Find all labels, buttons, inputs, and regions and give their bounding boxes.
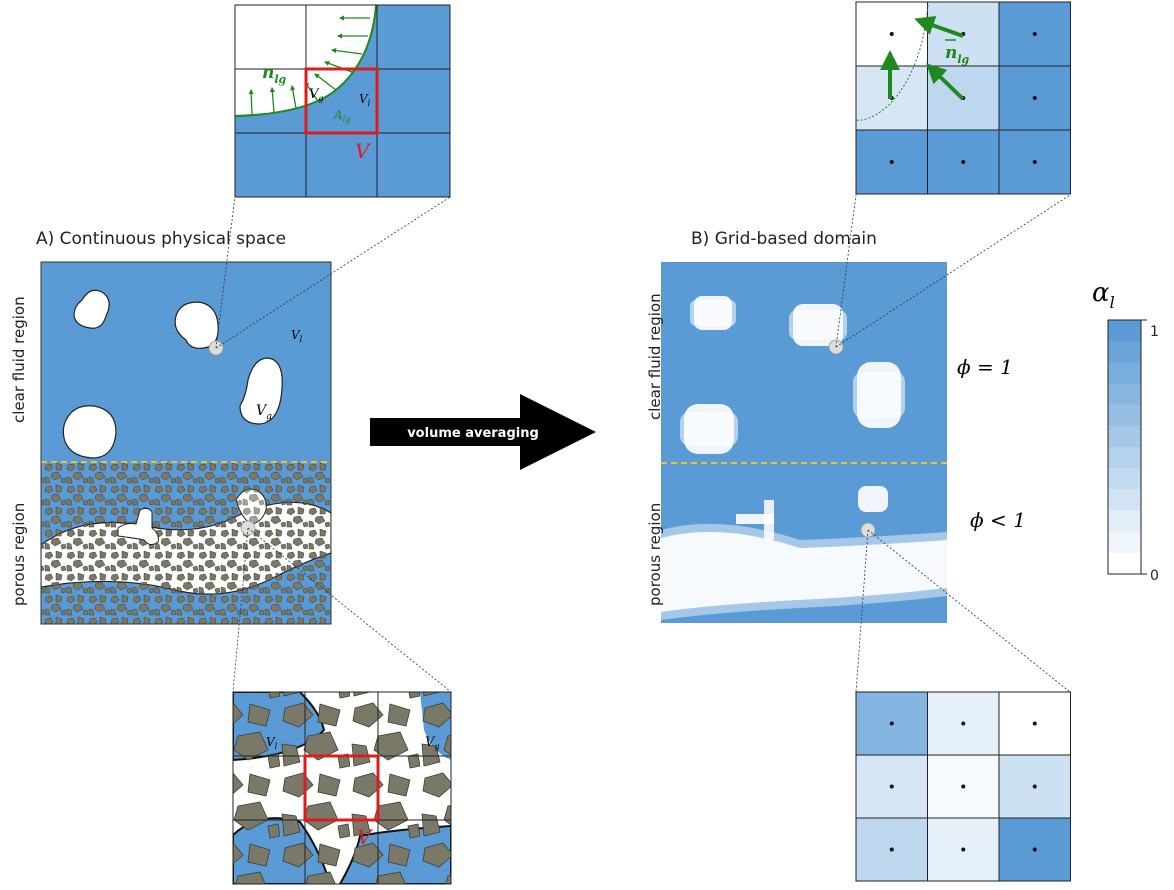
colorbar-step	[1108, 531, 1141, 554]
colorbar-step	[1108, 425, 1141, 448]
panel-a-title: A) Continuous physical space	[36, 229, 286, 249]
zoom-top-right-overlay: nlg	[855, 4, 970, 121]
cell-center	[961, 160, 966, 164]
colorbar-min: 0	[1150, 568, 1159, 584]
cell-center	[889, 721, 894, 726]
vg-label: Vg	[309, 87, 324, 103]
vg-label: Vg	[425, 735, 440, 751]
gas-pocket	[117, 507, 159, 546]
panel-b-porous-label: porous region	[646, 503, 664, 606]
control-volume	[303, 754, 380, 822]
normal-arrow	[914, 15, 964, 38]
volume-averaging-arrow	[370, 394, 596, 470]
gas-bubble	[62, 405, 117, 459]
panel-a-porous-label: porous region	[10, 503, 28, 606]
cell-center	[961, 784, 966, 789]
phi-clear-label: ϕ = 1	[957, 355, 1013, 379]
panel-a-domain	[41, 262, 331, 624]
colorbar-step	[1108, 489, 1141, 511]
leader-line	[232, 527, 249, 693]
leader-line	[835, 194, 1071, 348]
leader-line	[835, 194, 857, 348]
leader-line	[215, 196, 451, 349]
zoom-bottom-right	[855, 691, 1071, 882]
cell-center	[961, 847, 966, 852]
colorbar-max: 1	[1150, 324, 1159, 340]
cell-center	[1032, 784, 1037, 789]
panel-a-vl-label: Vl	[291, 328, 303, 344]
cell-center	[1032, 32, 1037, 36]
cell-center	[889, 32, 894, 36]
gas-bubble	[239, 357, 283, 425]
panel-a-frame	[40, 261, 332, 625]
cell-center	[961, 721, 966, 726]
phi-porous-label: ϕ < 1	[970, 508, 1026, 532]
panel-a-vg-label: Vg	[256, 403, 272, 422]
pixel-bubbles	[661, 296, 947, 620]
colorbar-step	[1108, 320, 1141, 342]
leader-line	[855, 529, 869, 693]
area-label: Alg	[333, 108, 350, 124]
cell-center	[1032, 96, 1037, 100]
normal-label: nlg	[945, 43, 970, 66]
leader-line	[215, 196, 236, 349]
leader-line	[247, 527, 452, 693]
colorbar-step	[1108, 447, 1141, 469]
colorbar-title: αl	[1092, 278, 1115, 312]
panel-a-clear-label: clear fluid region	[10, 296, 28, 423]
colorbar-step	[1108, 341, 1141, 363]
vl-label: Vl	[266, 735, 278, 751]
colorbar-step	[1108, 552, 1141, 575]
arrow-label: volume averaging	[407, 426, 539, 441]
colorbar: αl 1 0	[1092, 278, 1159, 584]
panel-b-title: B) Grid-based domain	[691, 229, 877, 249]
leader-line	[867, 529, 1071, 693]
control-volume-label: V	[355, 139, 372, 163]
colorbar-step	[1108, 362, 1141, 384]
zoom-top-right	[855, 1, 1071, 195]
cell-center	[1032, 847, 1037, 852]
cell-center	[1032, 721, 1037, 726]
cell-center	[889, 847, 894, 852]
colorbar-step	[1108, 510, 1141, 533]
normal-arrow	[926, 63, 965, 101]
control-volume	[304, 67, 379, 135]
zoom-bottom-left	[233, 692, 451, 884]
panel-b-domain	[661, 262, 947, 623]
colorbar-step	[1108, 404, 1141, 427]
cell-center	[889, 160, 894, 164]
colorbar-step	[1108, 468, 1141, 490]
panel-b-clear-label: clear fluid region	[646, 293, 664, 420]
vl-label: Vl	[359, 92, 371, 108]
normal-label: nlg	[262, 63, 287, 86]
cell-center	[1032, 160, 1037, 164]
gas-bubble	[73, 289, 110, 329]
cell-center	[889, 784, 894, 789]
zoom-top-left	[235, 5, 450, 197]
control-volume-label: V	[357, 825, 374, 849]
colorbar-step	[1108, 383, 1141, 406]
